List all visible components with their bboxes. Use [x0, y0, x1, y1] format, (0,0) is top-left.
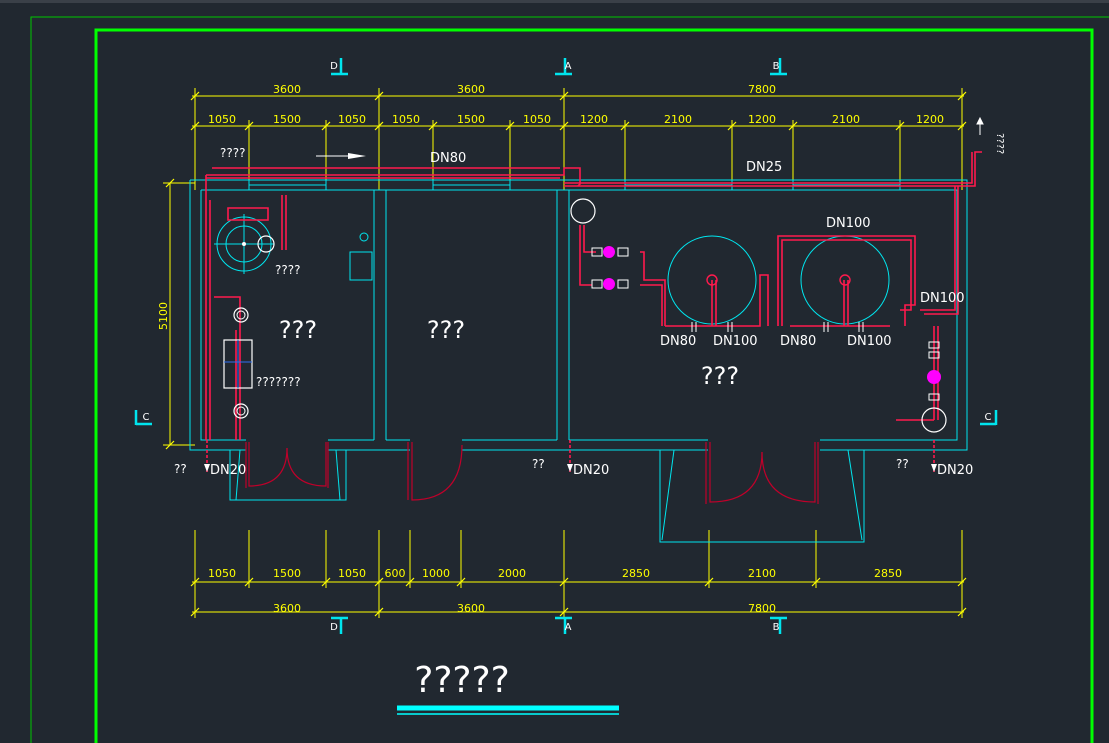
dim-top-minor-8: 2100	[664, 113, 692, 126]
label-main-right: DN25	[746, 160, 782, 175]
drain-arrows	[204, 464, 937, 472]
note-drain-3: ??	[896, 457, 909, 471]
building-walls	[189, 179, 968, 543]
inner-sheet-border	[94, 28, 1094, 743]
dimension-tick-marks	[165, 91, 967, 617]
axis-bottom-b: B	[773, 622, 780, 633]
dim-top-minor-9: 1200	[748, 113, 776, 126]
dim-bottom-major-3: 7800	[748, 602, 776, 615]
notes: ???? ???? ??????? ?? ?? ?? ????	[174, 133, 1005, 476]
label-drain-2: DN20	[573, 463, 609, 478]
dim-bottom-major-2: 3600	[457, 602, 485, 615]
label-tank-bottom-4: DN100	[847, 334, 892, 349]
label-right-riser: DN100	[920, 291, 965, 306]
dim-top-minor-1: 1050	[208, 113, 236, 126]
dim-bottom-minor-4: 600	[385, 567, 406, 580]
dim-top-minor-4: 1050	[392, 113, 420, 126]
note-vertical-right: ????	[994, 133, 1005, 154]
dim-top-minor-6: 1050	[523, 113, 551, 126]
dim-top-minor-3: 1050	[338, 113, 366, 126]
room-labels: ??? ??? ???	[279, 316, 739, 390]
dim-top-minor-7: 1200	[580, 113, 608, 126]
dim-top-minor-10: 2100	[832, 113, 860, 126]
dim-bottom-minor-7: 2850	[622, 567, 650, 580]
outer-sheet-border	[30, 16, 1109, 743]
dim-bottom-major-1: 3600	[273, 602, 301, 615]
drawing-title: ?????	[414, 660, 510, 701]
pipe-network	[205, 151, 982, 472]
room-label-1: ???	[279, 316, 317, 344]
label-drain-1: DN20	[210, 463, 246, 478]
pipe-labels: DN80 DN25 DN100 DN100 DN80 DN100 DN80 DN…	[210, 151, 973, 478]
doors	[245, 442, 819, 504]
label-tank-bottom-3: DN80	[780, 334, 816, 349]
drawing-title-block: ?????	[397, 660, 619, 715]
label-tank-top: DN100	[826, 216, 871, 231]
label-tank-bottom-1: DN80	[660, 334, 696, 349]
dim-bottom-minor-3: 1050	[338, 567, 366, 580]
axis-left-c: C	[143, 412, 150, 423]
axis-top-d: D	[330, 61, 338, 72]
note-equipment-2: ???????	[256, 375, 301, 389]
dim-top-minor-11: 1200	[916, 113, 944, 126]
dim-bottom-minor-5: 1000	[422, 567, 450, 580]
note-drain-1: ??	[174, 462, 187, 476]
pump-top-circle	[570, 198, 596, 224]
axis-bottom-d: D	[330, 622, 338, 633]
room-label-3: ???	[701, 362, 739, 390]
flow-arrow	[316, 153, 366, 159]
note-top-left: ????	[220, 146, 245, 160]
dim-bottom-minor-2: 1500	[273, 567, 301, 580]
axis-right-c: C	[985, 412, 992, 423]
dimension-texts: 3600 3600 7800 1050 1500 1050 1050 1500 …	[157, 83, 944, 615]
axis-bottom-a: A	[565, 622, 572, 633]
dim-top-major-3: 7800	[748, 83, 776, 96]
dim-bottom-minor-1: 1050	[208, 567, 236, 580]
note-equipment-1: ????	[275, 263, 300, 277]
pump-bottom-circle	[921, 407, 947, 433]
note-drain-2: ??	[532, 457, 545, 471]
dim-top-major-2: 3600	[457, 83, 485, 96]
label-tank-bottom-2: DN100	[713, 334, 758, 349]
dim-top-major-1: 3600	[273, 83, 301, 96]
riser-arrow	[976, 116, 984, 135]
axis-markers: D A B D A B C C	[134, 58, 998, 634]
axis-top-a: A	[565, 61, 572, 72]
label-drain-3: DN20	[937, 463, 973, 478]
axis-top-b: B	[773, 61, 780, 72]
window-top-bar	[0, 0, 1109, 3]
dim-bottom-minor-8: 2100	[748, 567, 776, 580]
equipment	[223, 198, 947, 433]
dim-bottom-minor-6: 2000	[498, 567, 526, 580]
valves	[591, 246, 941, 401]
dim-top-minor-2: 1500	[273, 113, 301, 126]
dim-top-minor-5: 1500	[457, 113, 485, 126]
dim-vertical: 5100	[157, 302, 170, 330]
dim-bottom-minor-9: 2850	[874, 567, 902, 580]
room-label-2: ???	[427, 316, 465, 344]
label-main-supply: DN80	[430, 151, 466, 166]
